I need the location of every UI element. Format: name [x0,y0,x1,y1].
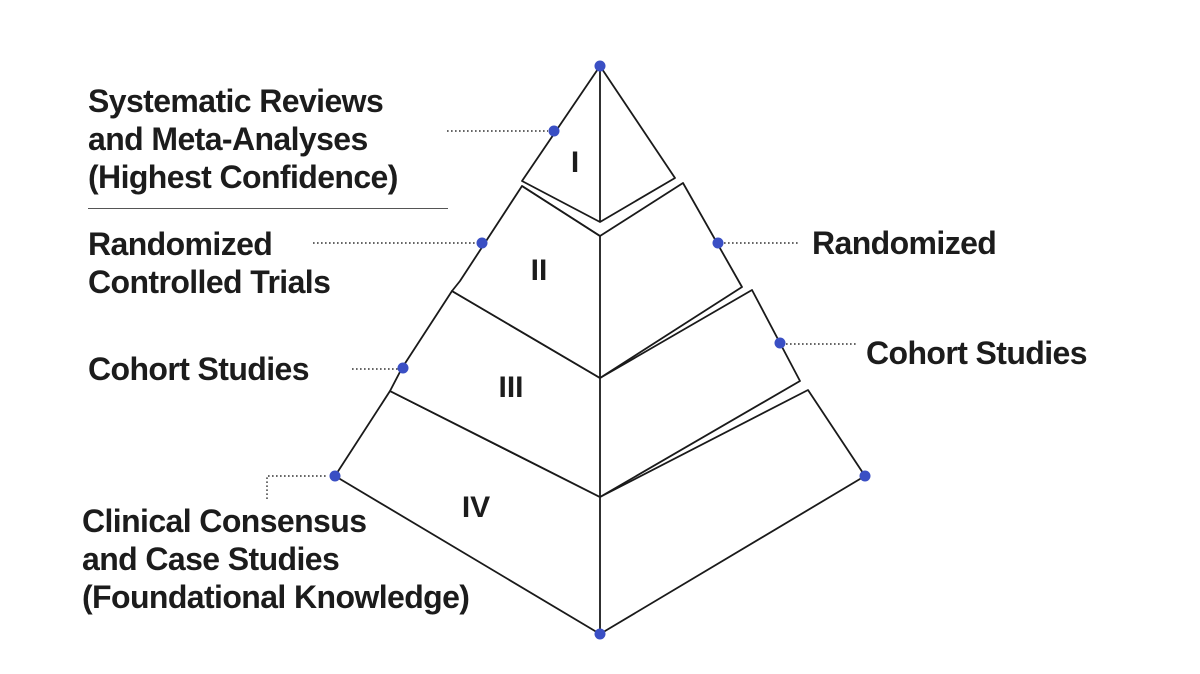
label-line: Systematic Reviews [88,83,384,119]
marker-base [594,628,606,640]
pyramid-tier-i [521,65,676,223]
label-tier2-left: Randomized Controlled Trials [88,225,331,301]
pyramid-tier-ii [451,182,743,379]
label-tier4-left: Clinical Consensus and Case Studies (Fou… [82,502,470,616]
label-line: (Foundational Knowledge) [82,579,470,615]
divider-line [88,208,448,209]
label-tier1-left: Systematic Reviews and Meta-Analyses (Hi… [88,82,398,196]
label-tier2-right: Randomized [812,225,997,261]
label-tier3-left: Cohort Studies [88,350,310,388]
marker-tier4-left [329,470,341,482]
marker-apex [594,60,606,72]
label-tier3-right: Cohort Studies [866,335,1088,371]
marker-tier4-right [859,470,871,482]
label-line: Controlled Trials [88,264,331,300]
marker-tier2-right [712,237,724,249]
marker-tier2-left [476,237,488,249]
label-line: (Highest Confidence) [88,159,398,195]
marker-tier1-left [548,125,560,137]
label-line: and Meta-Analyses [88,121,368,157]
tier-iv-numeral: IV [461,491,491,524]
label-line: Cohort Studies [88,351,310,387]
leader-line-tier4-left [266,475,328,499]
tier-i-numeral: I [570,146,580,179]
label-line: Randomized [88,226,273,262]
label-line: Clinical Consensus [82,503,367,539]
tier-iii-numeral: III [498,371,524,404]
label-line: and Case Studies [82,541,340,577]
marker-tier3-right [774,337,786,349]
marker-tier3-left [397,362,409,374]
tier-ii-numeral: II [530,254,548,287]
